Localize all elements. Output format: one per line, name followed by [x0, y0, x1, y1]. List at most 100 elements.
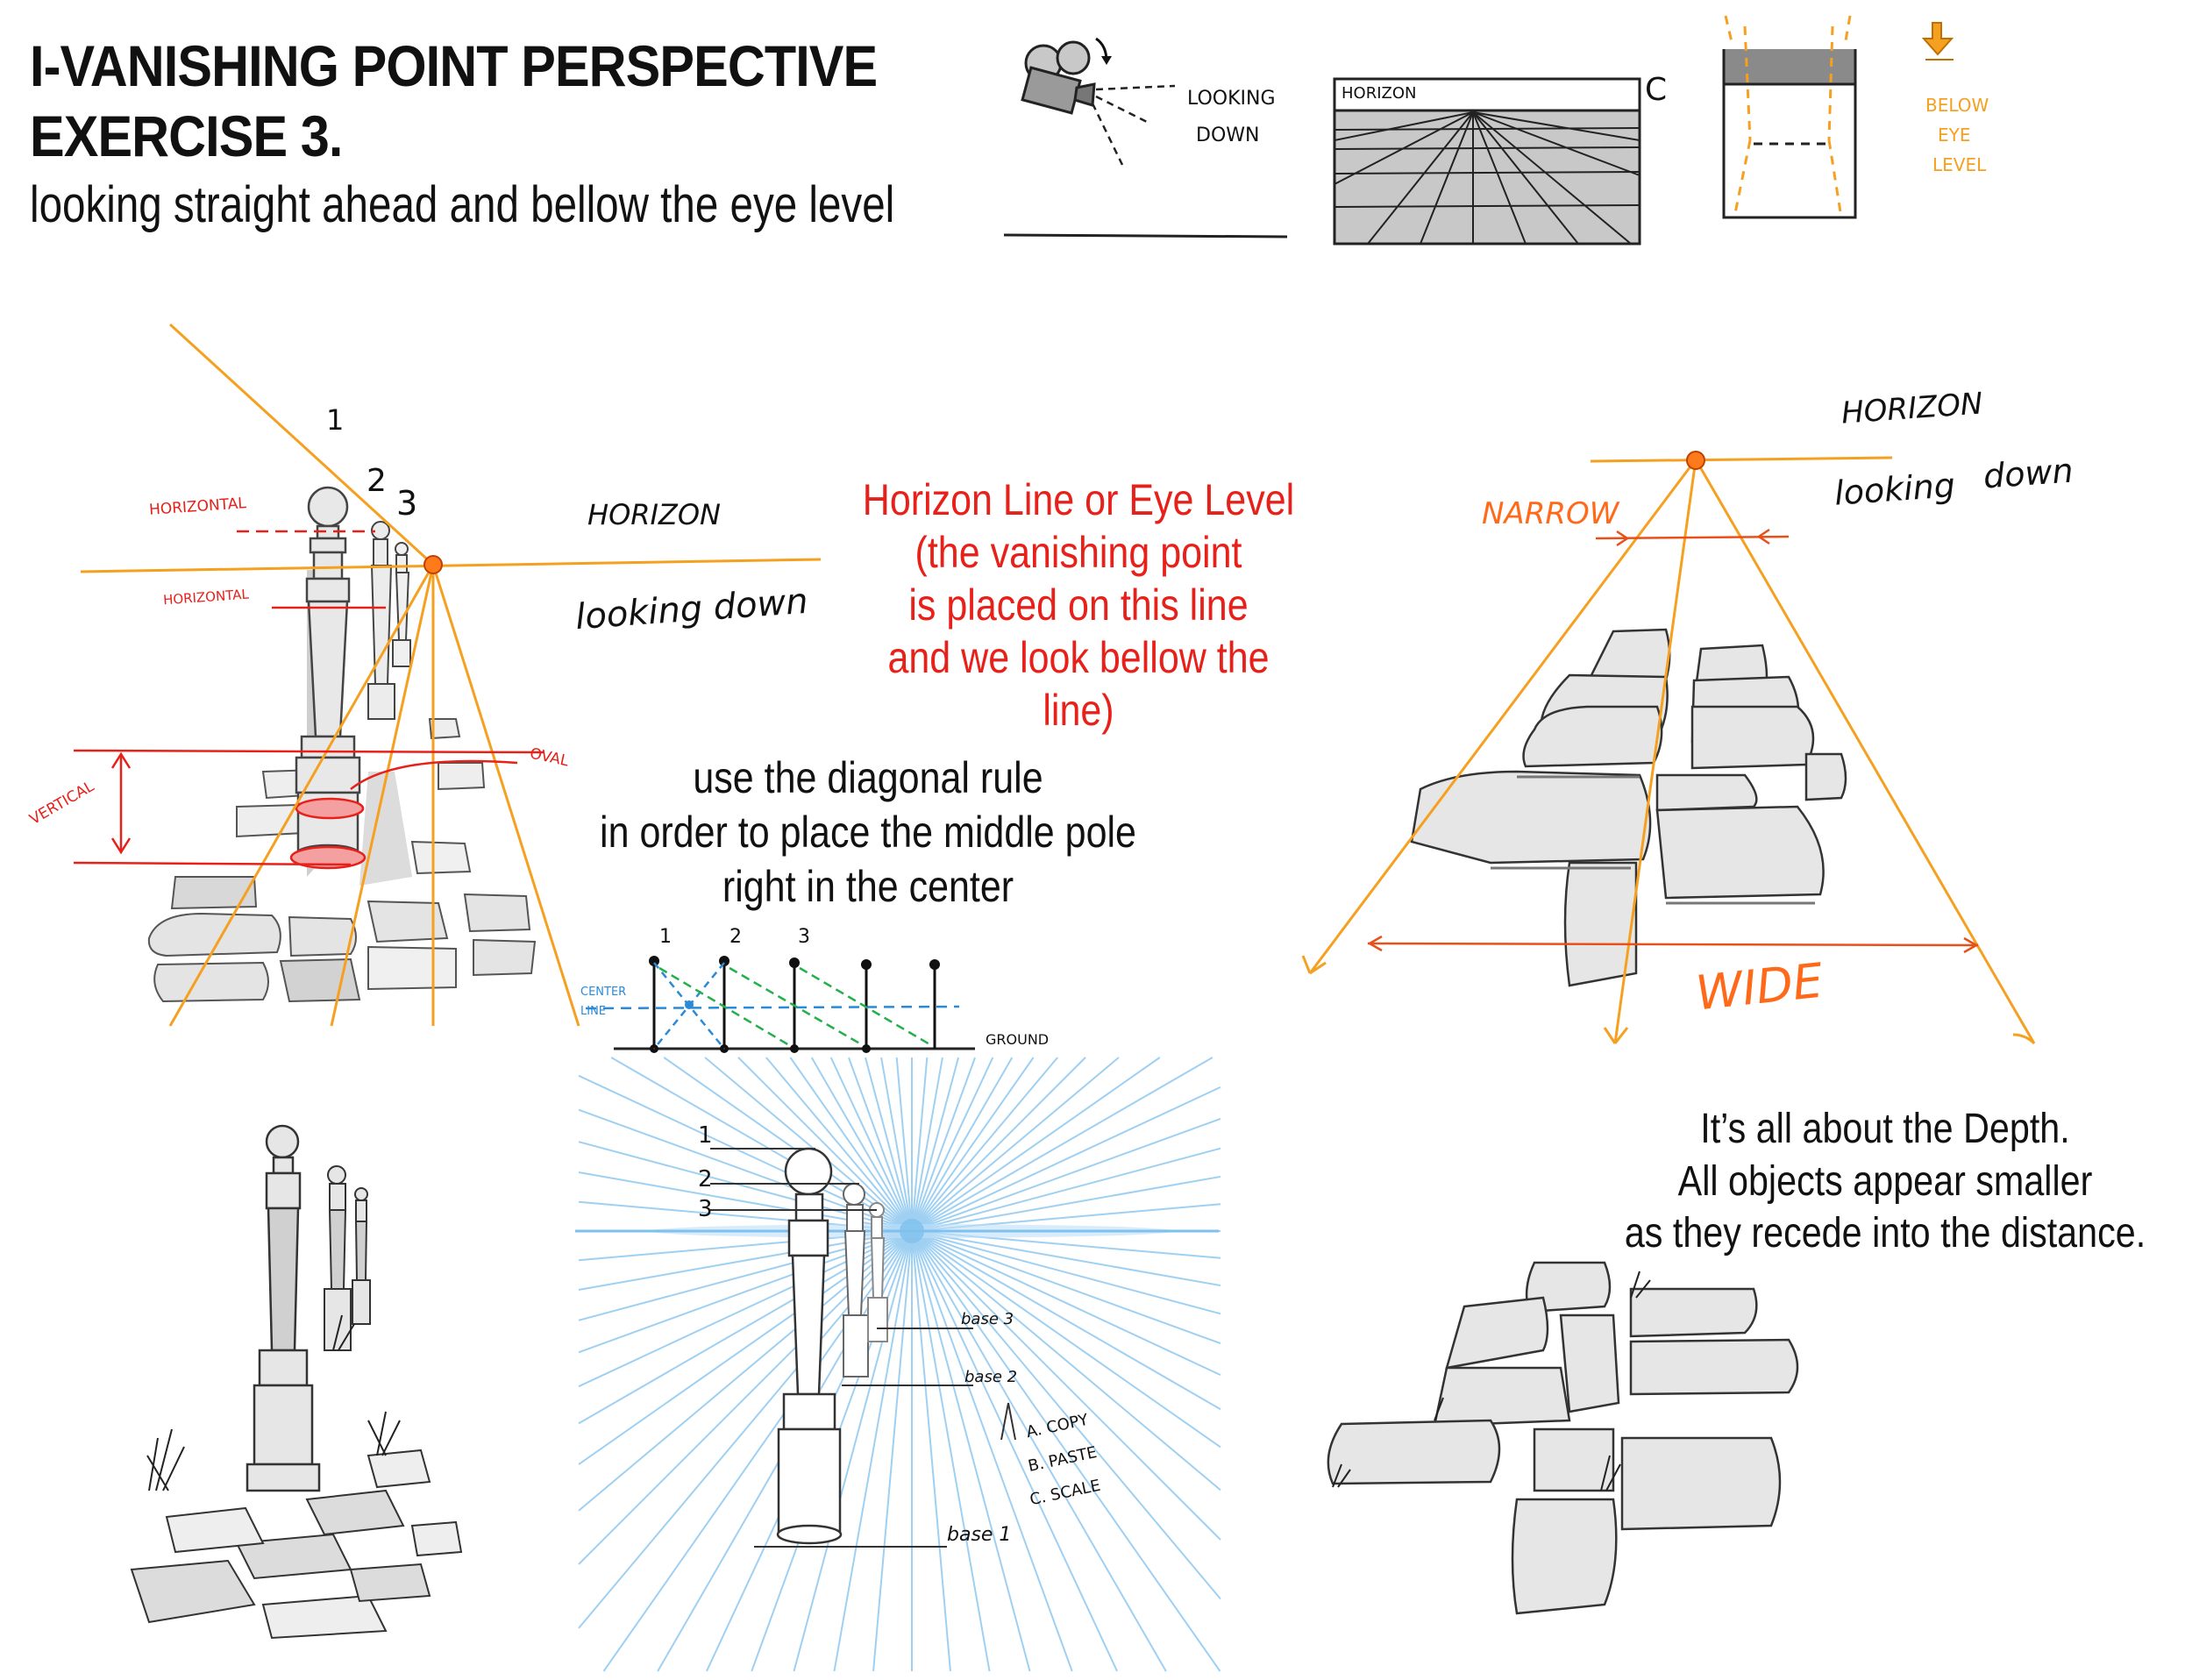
perspective-ray	[793, 1230, 913, 1672]
level-number-1: 1	[698, 1122, 713, 1149]
perspective-ray	[663, 1057, 913, 1232]
perspective-ray	[911, 1117, 1221, 1232]
perspective-ray	[911, 1175, 1221, 1232]
perspective-ray	[911, 1057, 1058, 1232]
pole-number-2: 2	[367, 463, 387, 499]
horizon-perspective-box	[1333, 77, 1641, 246]
depth-note-line-2: All objects appear smaller	[1677, 1157, 2093, 1205]
perspective-ray	[911, 1230, 951, 1672]
perspective-ray	[911, 1230, 1221, 1491]
perspective-ray	[911, 1057, 929, 1232]
perspective-ray	[911, 1057, 1213, 1232]
box-below-eye-level	[1722, 15, 1857, 219]
base-3-label: base 3	[961, 1310, 1014, 1328]
ground-line	[1003, 233, 1288, 238]
diagonal-rule-note: use the diagonal rule in order to place …	[596, 751, 1139, 914]
horizon-note: Horizon Line or Eye Level (the vanishing…	[852, 473, 1305, 737]
poles-finished-sketch	[130, 1124, 463, 1640]
blue-radial-sketch	[575, 1057, 1221, 1672]
level-number-3: 3	[698, 1196, 713, 1222]
perspective-ray	[765, 1057, 913, 1232]
base-1-label: base 1	[947, 1524, 1012, 1546]
narrow-label: NARROW	[1482, 496, 1619, 531]
perspective-ray	[880, 1057, 913, 1232]
perspective-ray	[911, 1057, 943, 1232]
horizon-note-line-3: is placed on this line	[908, 580, 1249, 630]
level-number-2: 2	[698, 1166, 713, 1192]
perspective-ray	[737, 1057, 913, 1232]
poles-construction	[73, 323, 822, 1027]
depth-note: It’s all about the Depth. All objects ap…	[1621, 1103, 2149, 1260]
pole-number-3: 3	[396, 484, 418, 523]
horizon-note-line-2: (the vanishing point	[915, 528, 1242, 577]
ground-label: GROUND	[986, 1031, 1050, 1048]
below-eye-level-label-1: BELOW	[1925, 95, 1989, 116]
perspective-ray	[911, 1230, 1221, 1287]
horizon-box-label: HORIZON	[1342, 84, 1417, 103]
depth-note-line-3: as they recede into the distance.	[1624, 1210, 2146, 1257]
camera-icon	[1021, 40, 1096, 115]
perspective-ray	[847, 1057, 913, 1232]
perspective-ray	[911, 1230, 1221, 1449]
base-2-label: base 2	[964, 1368, 1018, 1386]
diagonal-pole-number-3: 3	[798, 926, 810, 948]
perspective-ray	[704, 1057, 913, 1232]
perspective-ray	[911, 1230, 1118, 1672]
looking-down-label-1: LOOKING	[1187, 88, 1276, 110]
perspective-ray	[911, 1230, 1073, 1672]
looking-down-arrows	[1091, 84, 1176, 166]
perspective-ray	[911, 1230, 1221, 1600]
tiles-finished-sketch	[1327, 1261, 1799, 1615]
perspective-ray	[872, 1230, 913, 1672]
perspective-ray	[911, 1230, 1221, 1345]
perspective-ray	[911, 1230, 1221, 1672]
perspective-ray	[911, 1230, 1221, 1541]
perspective-ray	[911, 1057, 1086, 1232]
perspective-ray	[911, 1086, 1221, 1232]
center-line-label-1: CENTER	[580, 986, 627, 999]
diagonal-rule-diagram	[585, 956, 975, 1053]
perspective-ray	[911, 1230, 1167, 1672]
perspective-ray	[911, 1230, 1221, 1377]
perspective-ray	[789, 1057, 913, 1232]
diagonal-note-line-1: use the diagonal rule	[693, 753, 1043, 802]
below-eye-level-label-3: LEVEL	[1932, 154, 1987, 175]
looking-down-label-2: DOWN	[1196, 125, 1260, 146]
diagonal-note-line-2: in order to place the middle pole	[600, 808, 1136, 857]
page-title-line2: EXERCISE 3.	[30, 103, 343, 168]
horizon-note-line-1: Horizon Line or Eye Level	[862, 475, 1295, 524]
perspective-ray	[833, 1230, 913, 1672]
horizon-label: HORIZON	[587, 498, 721, 531]
perspective-ray	[911, 1230, 991, 1672]
perspective-ray	[911, 1057, 1161, 1232]
below-eye-level-label-2: EYE	[1938, 125, 1971, 146]
center-line-label-2: LINE	[580, 1005, 607, 1018]
perspective-ray	[911, 1057, 1120, 1232]
perspective-ray	[911, 1230, 1221, 1315]
horizon-note-line-4: and we look bellow the line)	[887, 633, 1270, 735]
eye-icon	[1921, 22, 1954, 61]
perspective-ray	[895, 1057, 913, 1232]
perspective-ray	[810, 1057, 913, 1232]
perspective-ray	[911, 1057, 1014, 1232]
diagonal-pole-number-1: 1	[659, 926, 672, 948]
diagonal-note-line-3: right in the center	[722, 862, 1014, 911]
diagonal-pole-number-2: 2	[729, 926, 742, 948]
perspective-ray	[911, 1230, 1031, 1672]
perspective-ray	[911, 1057, 960, 1232]
page-subtitle: looking straight ahead and bellow the ey…	[30, 176, 895, 233]
letter-c: C	[1645, 72, 1668, 108]
perspective-ray	[911, 1230, 1221, 1411]
tiles-construction	[1301, 451, 2036, 1045]
perspective-ray	[911, 1057, 994, 1232]
depth-note-line-1: It’s all about the Depth.	[1700, 1106, 2070, 1152]
perspective-ray	[829, 1057, 913, 1232]
perspective-ray	[864, 1057, 913, 1232]
perspective-ray	[911, 1147, 1221, 1232]
tiles-down-label: down	[1982, 451, 2075, 496]
perspective-ray	[911, 1057, 1035, 1232]
pole-number-1: 1	[326, 403, 345, 437]
perspective-ray	[911, 1057, 977, 1232]
page-title-line1: I-VANISHING POINT PERSPECTIVE	[30, 33, 878, 98]
